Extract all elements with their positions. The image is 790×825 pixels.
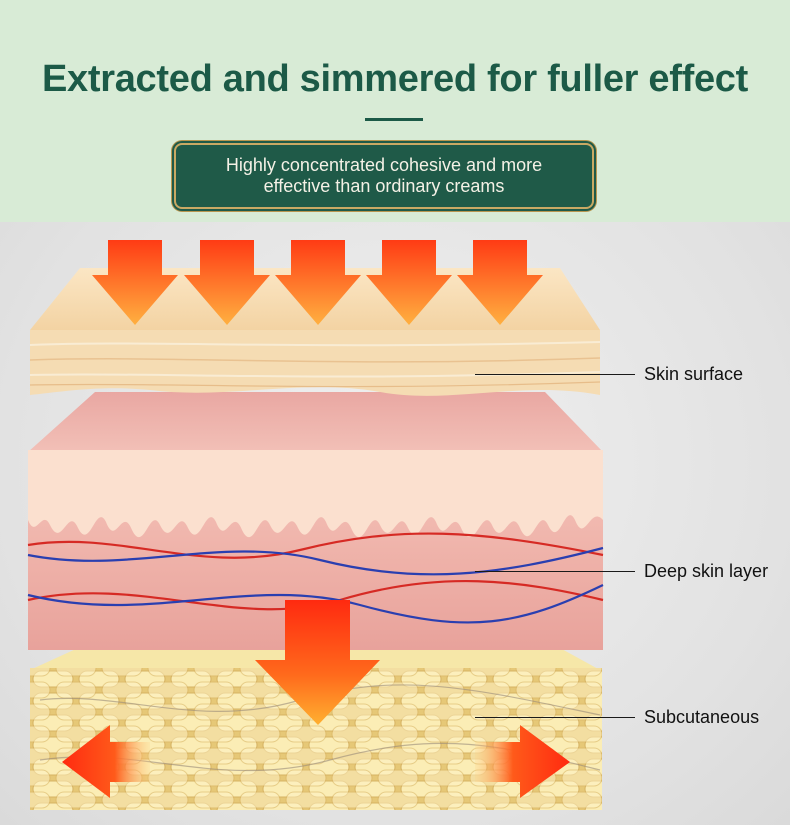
title-underline (365, 118, 423, 121)
info-badge: Highly concentrated cohesive and more ef… (176, 145, 592, 207)
arrow-right-icon (475, 725, 570, 798)
label-subcutaneous: Subcutaneous (644, 707, 760, 727)
arrow-down-icon (275, 240, 361, 325)
label-skin-surface: Skin surface (644, 364, 744, 384)
arrow-down-icon (457, 240, 543, 325)
penetration-arrows (92, 240, 543, 325)
label-deep-skin-layer: Deep skin layer (644, 561, 769, 581)
leader-line (475, 571, 635, 572)
skin-surface-layer (29, 268, 601, 396)
badge-line-1: Highly concentrated cohesive and more (225, 155, 543, 175)
arrow-down-icon (255, 600, 380, 725)
leader-line (475, 374, 635, 375)
badge-line-2: effective than ordinary creams (263, 176, 505, 196)
header-banner: Extracted and simmered for fuller effect… (0, 0, 790, 222)
arrow-down-icon (366, 240, 452, 325)
arrow-down-icon (92, 240, 178, 325)
arrow-down-icon (184, 240, 270, 325)
leader-line (475, 717, 635, 718)
arrow-left-icon (62, 725, 150, 798)
page-title: Extracted and simmered for fuller effect (42, 58, 748, 100)
